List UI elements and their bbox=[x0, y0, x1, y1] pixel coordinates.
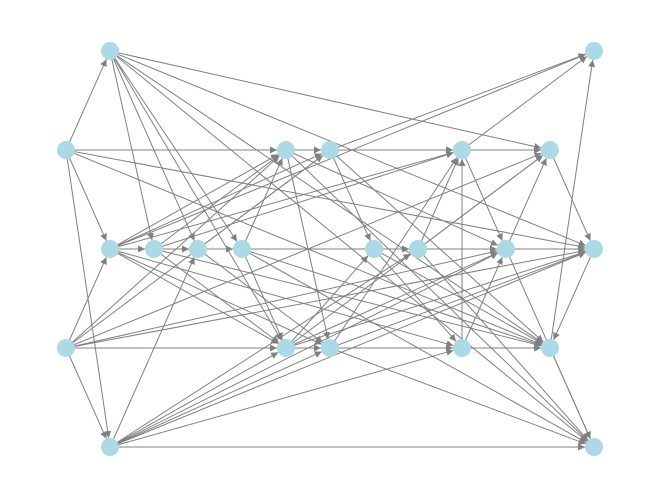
edge-g-j bbox=[197, 154, 324, 250]
node-r bbox=[541, 141, 559, 159]
edge-f-k bbox=[153, 248, 280, 344]
edge-o-t bbox=[461, 56, 588, 151]
edges-layer bbox=[65, 50, 596, 451]
edge-k-u bbox=[285, 250, 586, 349]
edge-c-j bbox=[109, 153, 322, 250]
edge-e-n bbox=[109, 253, 411, 448]
node-m bbox=[365, 240, 383, 258]
edge-n-o bbox=[417, 158, 459, 250]
edge-f-s bbox=[153, 248, 542, 348]
edge-c-t bbox=[109, 53, 586, 250]
edge-d-c bbox=[65, 257, 107, 349]
edge-e-k bbox=[109, 351, 279, 448]
edge-b-u bbox=[65, 149, 586, 250]
edge-a-v bbox=[109, 50, 588, 442]
edge-h-s bbox=[241, 248, 542, 347]
edge-n-r bbox=[417, 154, 544, 250]
edge-b-a bbox=[65, 59, 107, 151]
edge-p-q bbox=[461, 257, 503, 349]
edge-h-v bbox=[241, 248, 587, 444]
edge-a-f bbox=[109, 50, 154, 241]
node-k bbox=[277, 339, 295, 357]
edge-q-r bbox=[505, 158, 547, 250]
edge-e-p bbox=[109, 348, 454, 448]
node-g bbox=[189, 240, 207, 258]
edge-j-m bbox=[329, 149, 371, 241]
node-p bbox=[453, 339, 471, 357]
edge-e-u bbox=[109, 251, 586, 448]
node-h bbox=[233, 240, 251, 258]
edge-m-p bbox=[373, 248, 457, 342]
edge-e-q bbox=[109, 252, 499, 448]
node-b bbox=[57, 141, 75, 159]
node-d bbox=[57, 339, 75, 357]
node-n bbox=[409, 240, 427, 258]
edge-c-l bbox=[109, 248, 322, 345]
edge-h-i bbox=[241, 158, 283, 250]
edge-o-q bbox=[461, 149, 503, 241]
edge-c-i bbox=[109, 153, 279, 250]
edge-b-e bbox=[65, 149, 112, 439]
edge-s-v bbox=[549, 347, 591, 439]
node-u bbox=[585, 240, 603, 258]
edge-u-s bbox=[553, 248, 595, 340]
edge-f-o bbox=[153, 151, 454, 250]
edge-j-t bbox=[329, 53, 586, 151]
node-s bbox=[541, 339, 559, 357]
edge-b-s bbox=[65, 149, 542, 346]
edge-f-i bbox=[153, 154, 280, 250]
edge-c-o bbox=[109, 150, 454, 250]
edge-a-h bbox=[109, 50, 238, 242]
node-e bbox=[101, 438, 119, 456]
edge-d-r bbox=[65, 152, 542, 349]
edge-n-v bbox=[417, 248, 589, 441]
edge-c-k bbox=[109, 248, 279, 345]
node-j bbox=[321, 141, 339, 159]
node-f bbox=[145, 240, 163, 258]
nodes-layer bbox=[57, 42, 603, 456]
edge-k-m bbox=[285, 255, 369, 349]
edge-l-o bbox=[329, 157, 458, 349]
edge-j-s bbox=[329, 149, 544, 343]
edge-e-g bbox=[109, 257, 195, 448]
node-v bbox=[585, 438, 603, 456]
edge-d-e bbox=[65, 347, 107, 439]
node-t bbox=[585, 42, 603, 60]
edge-l-u bbox=[329, 251, 586, 349]
edge-r-u bbox=[549, 149, 591, 241]
edge-b-c bbox=[65, 149, 107, 241]
edge-l-v bbox=[329, 347, 586, 445]
node-a bbox=[101, 42, 119, 60]
node-l bbox=[321, 339, 339, 357]
node-i bbox=[277, 141, 295, 159]
node-q bbox=[497, 240, 515, 258]
edge-d-i bbox=[65, 155, 280, 349]
node-o bbox=[453, 141, 471, 159]
node-c bbox=[101, 240, 119, 258]
edge-e-l bbox=[109, 351, 322, 448]
edge-d-u bbox=[65, 248, 586, 349]
edge-a-s bbox=[109, 50, 543, 344]
edge-a-k bbox=[109, 50, 282, 341]
edge-g-l bbox=[197, 248, 324, 344]
edge-d-q bbox=[65, 249, 498, 349]
edge-i-v bbox=[285, 149, 588, 442]
edge-s-t bbox=[549, 59, 596, 349]
edge-i-l bbox=[285, 149, 330, 340]
edge-a-u bbox=[109, 50, 586, 247]
edge-h-k bbox=[241, 248, 283, 340]
edge-m-s bbox=[373, 248, 543, 345]
edge-a-r bbox=[109, 50, 542, 150]
